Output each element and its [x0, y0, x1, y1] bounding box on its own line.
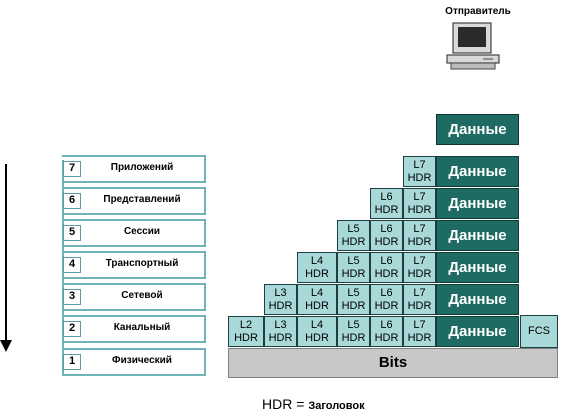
- layer-6-name: Представлений: [103, 194, 181, 205]
- layer-2-number: 2: [63, 321, 81, 337]
- layer-6: 6 Представлений: [62, 187, 206, 215]
- layer-3: 3 Сетевой: [62, 283, 206, 311]
- legend: HDR = Заголовок: [262, 396, 365, 412]
- layer-5-number: 5: [63, 225, 81, 241]
- layer-5: 5 Сессии: [62, 219, 206, 247]
- data-block: Данные: [436, 316, 519, 347]
- layer-1-name: Физический: [112, 355, 172, 366]
- layer-7: 7 Приложений: [62, 155, 206, 183]
- data-block: Данные: [436, 284, 519, 315]
- legend-equals: =: [292, 396, 309, 412]
- layer-4-name: Транспортный: [105, 258, 179, 269]
- data-block: Данные: [436, 252, 519, 283]
- legend-value: Заголовок: [308, 400, 365, 412]
- layer-3-number: 3: [63, 289, 81, 305]
- layer-6-number: 6: [63, 193, 81, 209]
- data-block: Данные: [436, 188, 519, 219]
- layer-7-name: Приложений: [110, 162, 174, 173]
- data-block: Данные: [436, 156, 519, 187]
- layer-2-name: Канальный: [113, 322, 171, 333]
- sender-label: Отправитель: [445, 6, 511, 17]
- data-block: Данные: [436, 220, 519, 251]
- layer-7-number: 7: [63, 161, 81, 177]
- layer-5-name: Сессии: [123, 226, 161, 237]
- layer-1-number: 1: [63, 354, 81, 370]
- direction-arrow-shaft: [5, 164, 7, 342]
- layer-2: 2 Канальный: [62, 315, 206, 343]
- layer-3-name: Сетевой: [121, 290, 163, 301]
- fcs-trailer: FCS: [520, 315, 558, 348]
- legend-key: HDR: [262, 396, 293, 412]
- direction-arrow-head: [0, 340, 12, 352]
- layer-1: 1 Физический: [62, 348, 206, 376]
- layer-4-number: 4: [63, 257, 81, 273]
- data-block-top: Данные: [436, 114, 519, 145]
- layer-4: 4 Транспортный: [62, 251, 206, 279]
- computer-icon: [446, 22, 500, 70]
- bits-block: Bits: [228, 348, 558, 378]
